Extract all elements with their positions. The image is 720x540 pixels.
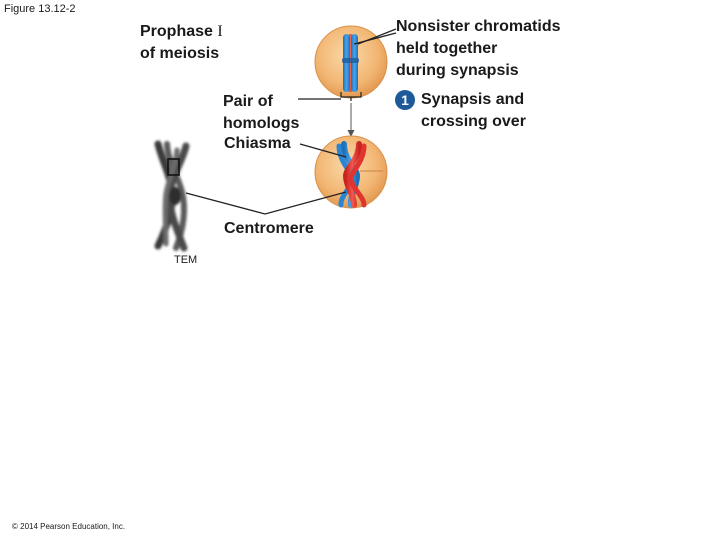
figure-label: Figure 13.12-2: [4, 3, 76, 15]
nonsister-pointer-2: [353, 32, 397, 45]
top-cell: [314, 25, 388, 99]
stage-title-line2: of meiosis: [140, 45, 220, 62]
transition-arrowhead: [347, 130, 355, 137]
chiasma-label: Chiasma: [224, 135, 291, 152]
pair-of-homologs-label: Pair of homologs: [223, 93, 300, 132]
stage-title-roman: I: [217, 23, 223, 40]
bottom-red-chromatid-2: [348, 143, 367, 208]
tem-micrograph: [154, 140, 190, 252]
tem-label: TEM: [174, 254, 198, 266]
step-description: Synapsis and crossing over: [421, 91, 526, 130]
copyright-notice: © 2014 Pearson Education, Inc.: [12, 522, 126, 531]
stage-title-line1: Prophase: [140, 23, 218, 40]
centromere-label: Centromere: [224, 220, 314, 237]
top-centromere: [342, 58, 359, 63]
homolog-bracket: [340, 92, 362, 101]
step-1: 1 Synapsis and crossing over: [395, 89, 526, 133]
chiasma-pointer: [299, 143, 347, 158]
nonsister-chromatids-label: Nonsister chromatids held together durin…: [396, 18, 561, 79]
centromere-pointer: [185, 191, 347, 215]
chiasma-highlight-box: [167, 158, 180, 176]
bottom-red-chromatid-1: [342, 141, 362, 208]
step-number-badge: 1: [395, 90, 415, 110]
